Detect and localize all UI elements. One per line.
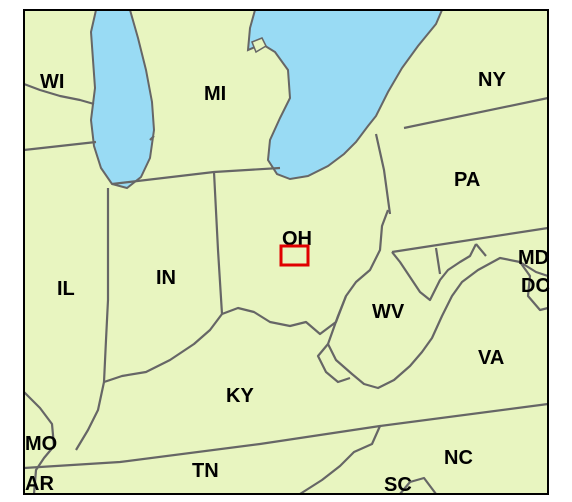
map-border: [23, 9, 549, 495]
label-il: IL: [57, 278, 75, 300]
label-pa: PA: [454, 169, 480, 191]
label-wi: WI: [40, 71, 64, 93]
lake-huron-erie: [246, 9, 444, 181]
lake-island: [251, 37, 267, 54]
lake-michigan: [89, 9, 156, 190]
label-mi: MI: [204, 83, 226, 105]
label-in: IN: [156, 267, 176, 289]
state-borders: [23, 82, 549, 495]
label-tn: TN: [192, 460, 219, 482]
label-mo: MO: [25, 433, 57, 455]
label-sc: SC: [384, 474, 412, 496]
label-dc: DC: [521, 275, 550, 297]
label-nc: NC: [444, 447, 473, 469]
label-md: MD: [518, 247, 549, 269]
label-ny: NY: [478, 69, 506, 91]
location-marker[interactable]: [279, 244, 310, 267]
label-ky: KY: [226, 385, 254, 407]
label-ar: AR: [25, 473, 54, 495]
label-wv: WV: [372, 301, 405, 323]
label-va: VA: [478, 347, 504, 369]
